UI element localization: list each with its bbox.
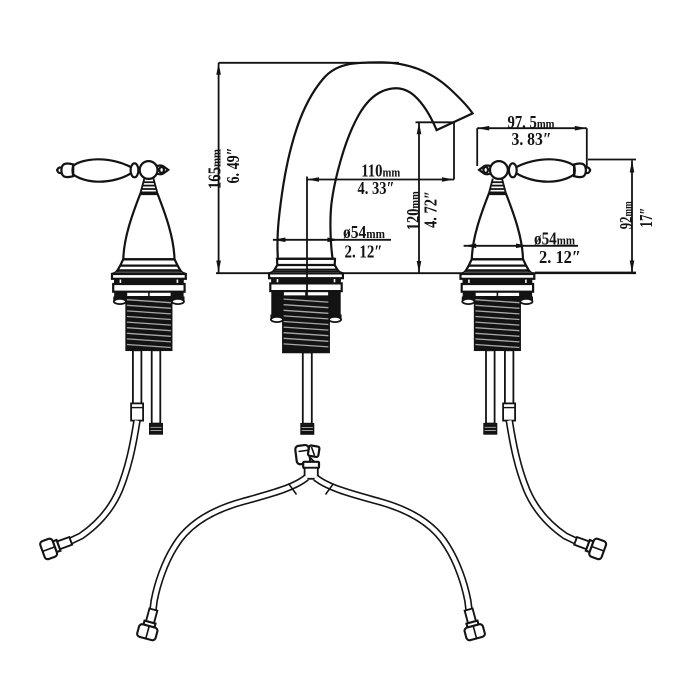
svg-text:92mm: 92mm xyxy=(616,201,636,229)
svg-text:120mm: 120mm xyxy=(403,191,423,230)
svg-text:ø54mm: ø54mm xyxy=(343,222,385,242)
svg-text:110mm: 110mm xyxy=(361,161,400,181)
svg-text:97. 5mm: 97. 5mm xyxy=(508,112,555,132)
svg-text:6. 49″: 6. 49″ xyxy=(223,148,243,184)
svg-text:ø54mm: ø54mm xyxy=(534,228,575,248)
svg-text:4. 72″: 4. 72″ xyxy=(421,191,441,228)
svg-text:165mm: 165mm xyxy=(205,149,225,189)
svg-text:2. 12″: 2. 12″ xyxy=(539,247,581,267)
svg-text:2. 12″: 2. 12″ xyxy=(345,242,383,262)
svg-text:17″: 17″ xyxy=(636,208,656,228)
svg-text:3. 83″: 3. 83″ xyxy=(512,129,552,149)
svg-text:4. 33″: 4. 33″ xyxy=(358,178,395,198)
